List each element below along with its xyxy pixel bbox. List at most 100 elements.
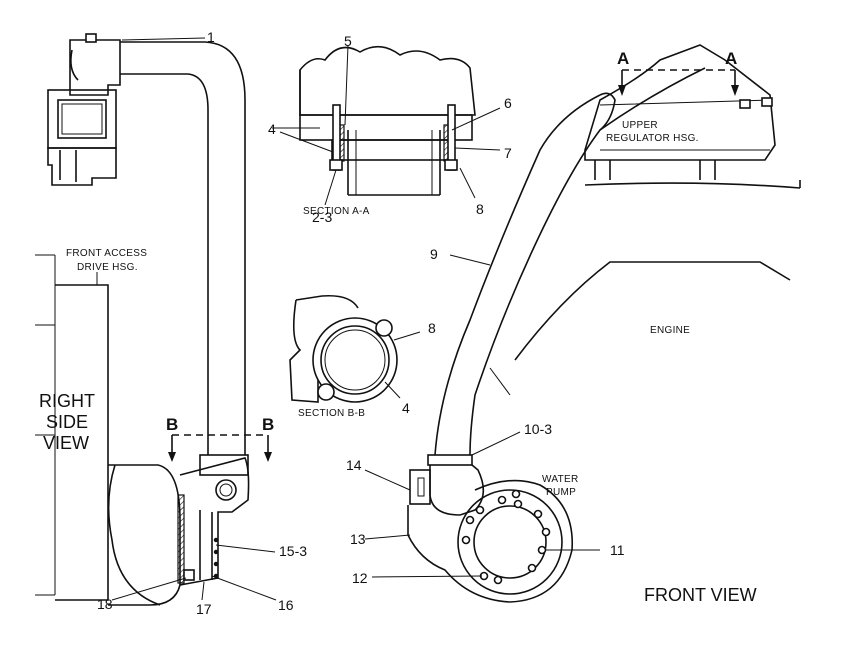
outlet-flange xyxy=(199,454,249,476)
side-frame-ticks xyxy=(35,324,55,436)
callout-15-3: 15-3 xyxy=(279,543,307,559)
leader-12 xyxy=(371,575,483,578)
lower-elbow-flange xyxy=(409,469,431,505)
front-access-label-line2: DRIVE HSG. xyxy=(77,262,138,273)
front-access-drive-housing xyxy=(55,284,109,601)
leader-18 xyxy=(111,577,187,601)
water-pump-label-line1: WATER xyxy=(542,474,579,485)
outlet-port xyxy=(215,479,237,501)
callout-4-bb: 4 xyxy=(402,400,410,416)
leader-1 xyxy=(121,37,206,41)
callout-10-3: 10-3 xyxy=(524,421,552,437)
leader-5 xyxy=(344,44,349,126)
marker-b-left: B xyxy=(166,415,178,434)
leader-15-3 xyxy=(215,544,276,553)
leader-16 xyxy=(211,575,277,601)
section-aa-title: SECTION A-A xyxy=(303,206,370,217)
text-labels: RIGHT SIDE VIEW FRONT VIEW SECTION A-A S… xyxy=(39,29,757,617)
callout-5: 5 xyxy=(344,33,352,49)
pump-bolt-2 xyxy=(475,505,485,515)
engine-top-edge xyxy=(584,182,801,189)
leader-2-3 xyxy=(324,169,337,206)
water-pump-body xyxy=(407,479,574,603)
pipe-9-end xyxy=(599,92,616,131)
aa-tube-inner xyxy=(355,130,433,195)
pipe-9-outer xyxy=(434,94,601,456)
bb-clamp-outer xyxy=(312,317,398,403)
pipe-inner xyxy=(120,73,209,455)
leader-4-bb xyxy=(384,381,401,399)
side-frame-left xyxy=(35,254,56,596)
regulator-bolt-b xyxy=(761,97,773,107)
clamp-10-3 xyxy=(427,454,473,466)
front-view xyxy=(364,44,801,603)
bb-bolt-bottom xyxy=(317,383,335,401)
water-pump-inlet xyxy=(473,505,547,579)
regulator-feet xyxy=(594,160,716,180)
b-right-arrowhead xyxy=(264,452,272,462)
pump-bolt-11 xyxy=(461,535,471,545)
section-bb-title: SECTION B-B xyxy=(298,408,365,419)
right-side-view xyxy=(35,33,277,606)
turbo-housing-curve xyxy=(107,464,161,606)
callout-17: 17 xyxy=(196,601,212,617)
pump-bolt-5 xyxy=(533,509,543,519)
lower-bracket xyxy=(47,147,117,186)
a-left-arrowhead xyxy=(618,85,626,96)
callout-6: 6 xyxy=(504,95,512,111)
callout-13: 13 xyxy=(350,531,366,547)
leader-8-bb xyxy=(393,331,421,341)
pipe-9-inner xyxy=(469,67,706,456)
aa-clamp-band xyxy=(331,139,453,161)
leader-8-aa xyxy=(459,167,476,199)
bb-clamp-inner xyxy=(320,325,390,395)
bb-bolt-top xyxy=(375,319,393,337)
water-pump-flange xyxy=(457,489,563,595)
upper-bracket-inner xyxy=(61,103,103,135)
mount-bracket xyxy=(199,510,213,580)
callout-8-aa: 8 xyxy=(476,201,484,217)
callout-2-3: 2-3 xyxy=(312,209,332,225)
outlet-elbow xyxy=(179,457,250,586)
section-bb xyxy=(289,294,421,403)
leader-7 xyxy=(454,147,501,151)
aa-housing-outline xyxy=(299,45,476,116)
engine-edge xyxy=(489,367,511,396)
callout-18: 18 xyxy=(97,596,113,612)
right-side-view-line3: VIEW xyxy=(43,433,89,453)
pump-bolt-4 xyxy=(513,499,523,509)
leader-9 xyxy=(449,254,491,266)
callout-1: 1 xyxy=(207,29,215,45)
front-access-label-line1: FRONT ACCESS xyxy=(66,248,147,259)
bb-housing-outline xyxy=(289,299,319,403)
top-elbow xyxy=(69,39,121,96)
aa-tube-walls xyxy=(347,130,441,195)
bolt-15a xyxy=(213,537,219,543)
upper-bracket-window xyxy=(57,99,107,139)
leader-13 xyxy=(364,534,411,540)
pump-bolt-3 xyxy=(497,495,507,505)
upper-regulator-label-line2: REGULATOR HSG. xyxy=(606,133,699,144)
outlet-port-inner xyxy=(219,483,233,497)
aa-right-nut xyxy=(444,159,458,171)
callout-8-bb: 8 xyxy=(428,320,436,336)
leader-14 xyxy=(364,469,411,491)
callout-9: 9 xyxy=(430,246,438,262)
pump-bolt-9 xyxy=(493,575,503,585)
pump-bolt-8 xyxy=(527,563,537,573)
gasket-side xyxy=(177,494,185,584)
bb-pipe xyxy=(324,329,386,391)
pump-bolt-6 xyxy=(541,527,551,537)
bolt-15c xyxy=(213,561,219,567)
callout-11: 11 xyxy=(610,542,625,558)
top-bolt xyxy=(85,33,97,43)
pump-bolt-12 xyxy=(511,489,521,499)
callout-7: 7 xyxy=(504,145,512,161)
pump-bolt-1 xyxy=(465,515,475,525)
top-elbow-curve xyxy=(70,49,79,81)
marker-a-left: A xyxy=(617,49,629,68)
callout-14: 14 xyxy=(346,457,362,473)
callout-16: 16 xyxy=(278,597,294,613)
callout-4-aa: 4 xyxy=(268,121,276,137)
